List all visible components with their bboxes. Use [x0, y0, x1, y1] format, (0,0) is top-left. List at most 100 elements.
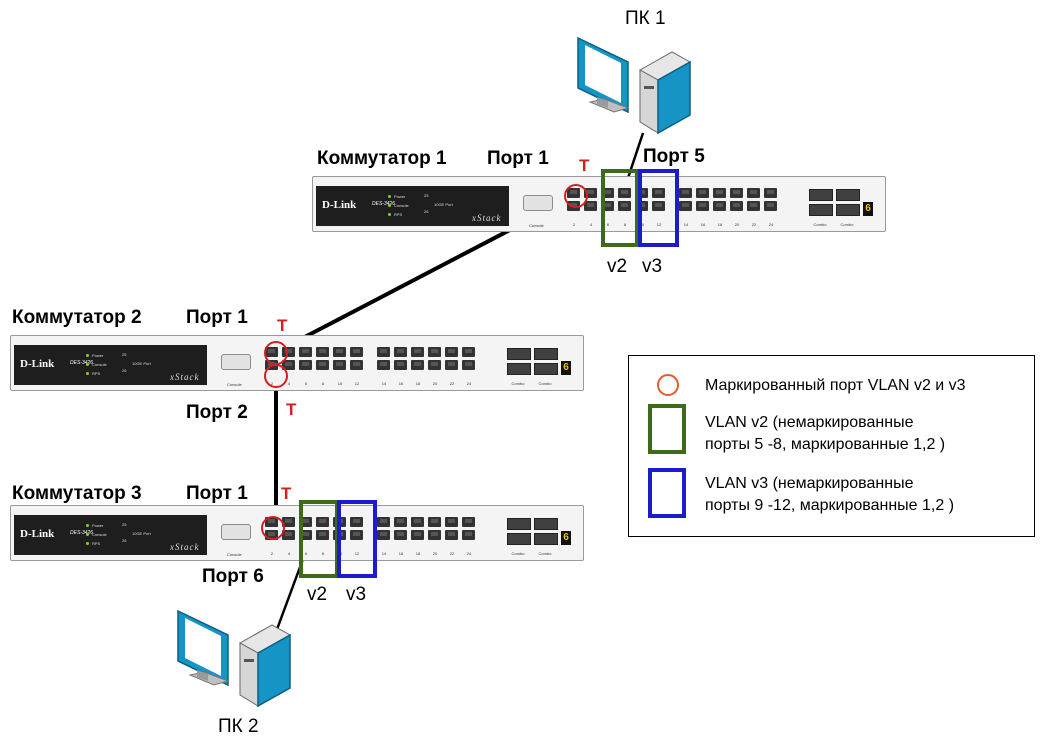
ethernet-port	[411, 347, 424, 357]
status-led	[86, 363, 89, 366]
switch3-port6-label: Порт 6	[202, 566, 264, 587]
ethernet-port	[462, 347, 475, 357]
ethernet-port	[462, 517, 475, 527]
stack-id-display: 6	[863, 202, 873, 216]
uplink-label: 25	[122, 352, 127, 357]
port-number: 10	[337, 381, 343, 386]
sfp-port	[809, 189, 833, 201]
status-led	[86, 533, 89, 536]
switch2-title: Коммутатор 2	[12, 307, 142, 328]
port-number: 16	[700, 222, 706, 227]
ethernet-port	[265, 360, 278, 370]
switch2-port2-label: Порт 2	[186, 402, 248, 423]
ethernet-port	[713, 188, 726, 198]
ethernet-port	[618, 201, 631, 211]
status-led	[86, 354, 89, 357]
ethernet-port	[411, 530, 424, 540]
led-label: Power	[92, 353, 104, 358]
ethernet-port	[265, 517, 278, 527]
brand-logo: D-Link	[20, 358, 55, 370]
led-label: Power	[394, 194, 406, 199]
sfp-port	[507, 363, 531, 375]
ethernet-port	[394, 530, 407, 540]
port-number: 22	[449, 551, 455, 556]
port-number: 8	[321, 381, 325, 386]
legend-tagged-icon	[657, 374, 679, 396]
sfp-port	[836, 204, 860, 216]
combo-label: Combo	[538, 381, 552, 386]
uplink-label: 25	[122, 522, 127, 527]
port-number: 4	[287, 551, 291, 556]
console-label: Console	[529, 223, 544, 228]
port-number: 16	[398, 551, 404, 556]
led-label: RPS	[92, 541, 101, 546]
port-number: 4	[287, 381, 291, 386]
port-number: 18	[717, 222, 723, 227]
port-number: 18	[415, 551, 421, 556]
ethernet-port	[282, 347, 295, 357]
sw1-vlan2-label: v2	[607, 256, 628, 277]
ethernet-port	[377, 530, 390, 540]
uplink-label: 26	[424, 209, 429, 214]
sfp-port	[836, 189, 860, 201]
ethernet-port	[652, 188, 665, 198]
ethernet-port	[350, 360, 363, 370]
port-number: 24	[768, 222, 774, 227]
ethernet-port	[350, 347, 363, 357]
console-port	[221, 354, 251, 370]
ethernet-port	[316, 347, 329, 357]
sfp-port	[507, 348, 531, 360]
port-number: 6	[304, 381, 308, 386]
switch2-port1-label: Порт 1	[186, 307, 248, 328]
port-number: 24	[466, 381, 472, 386]
combo-label: Combo	[538, 551, 552, 556]
ethernet-port	[679, 201, 692, 211]
ethernet-port	[445, 347, 458, 357]
ethernet-port	[445, 360, 458, 370]
port-number: 6	[606, 222, 610, 227]
sw1-tag-mark: T	[579, 156, 590, 175]
ethernet-port	[618, 188, 631, 198]
ethernet-port	[584, 201, 597, 211]
ethernet-port	[394, 347, 407, 357]
sfp-port	[507, 533, 531, 545]
led-label: Console	[92, 362, 107, 367]
ethernet-port	[377, 517, 390, 527]
uplink-port-label: 10GE Port	[132, 361, 151, 366]
pc1-icon	[577, 36, 692, 135]
sfp-port	[534, 518, 558, 530]
console-label: Console	[227, 382, 242, 387]
ethernet-port	[764, 201, 777, 211]
ethernet-port	[696, 188, 709, 198]
port-number: 12	[656, 222, 662, 227]
port-number: 6	[304, 551, 308, 556]
ethernet-port	[428, 530, 441, 540]
port-number: 14	[683, 222, 689, 227]
ethernet-port	[635, 201, 648, 211]
led-label: Console	[92, 532, 107, 537]
ethernet-port	[730, 188, 743, 198]
pc2-icon	[177, 609, 292, 708]
port-number: 20	[432, 551, 438, 556]
ethernet-port	[316, 530, 329, 540]
stack-id-display: 6	[561, 531, 571, 545]
ethernet-port	[696, 201, 709, 211]
model-label: DES-3426	[70, 530, 94, 536]
ethernet-port	[747, 201, 760, 211]
ethernet-port	[601, 201, 614, 211]
status-led	[86, 542, 89, 545]
uplink-label: 26	[122, 538, 127, 543]
ethernet-port	[428, 360, 441, 370]
ethernet-port	[567, 188, 580, 198]
ethernet-port	[299, 360, 312, 370]
series-label: xStack	[170, 372, 200, 382]
ethernet-port	[394, 517, 407, 527]
ethernet-port	[445, 517, 458, 527]
ethernet-port	[730, 201, 743, 211]
